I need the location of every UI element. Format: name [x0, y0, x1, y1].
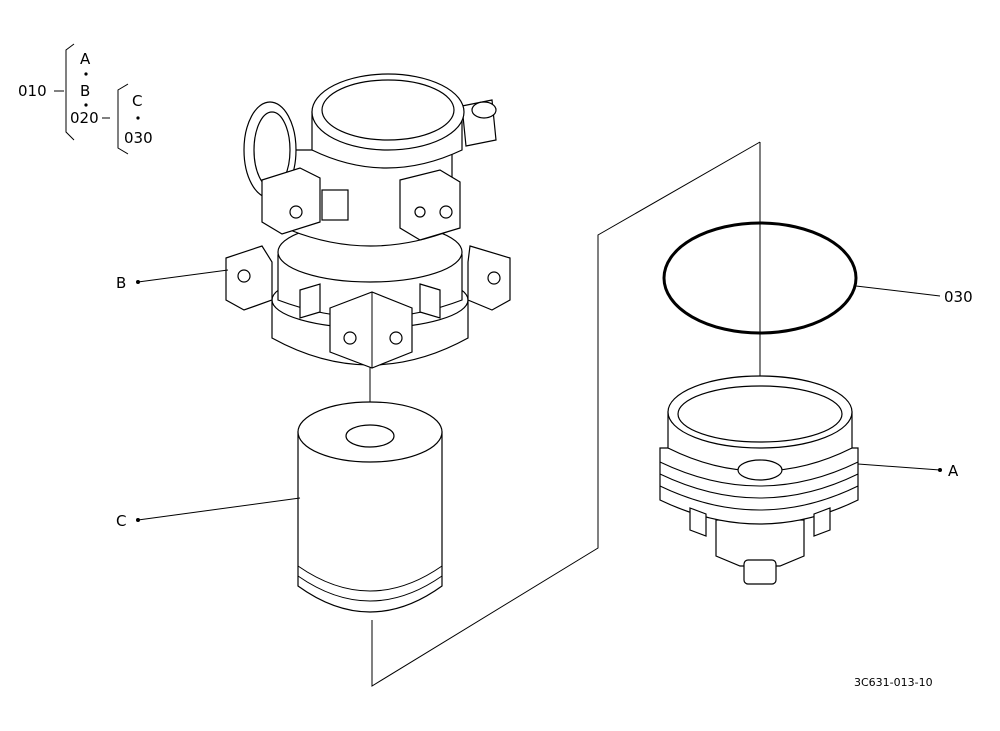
- tree-level2-c: C: [132, 92, 142, 110]
- part-tree: 010 A B 020 C 030: [18, 43, 153, 155]
- tree-root-label: 010: [18, 82, 47, 100]
- tree-level2-030: 030: [124, 129, 153, 147]
- tree-level1-020: 020: [70, 109, 99, 127]
- o-ring-030: [662, 221, 858, 335]
- filter-bowl-a: [659, 375, 859, 585]
- tree-level1-a: A: [80, 50, 91, 68]
- callout-c-label: C: [116, 512, 126, 530]
- drawing-number: 3C631-013-10: [854, 676, 933, 689]
- callouts: B C 030 A: [116, 269, 973, 530]
- filter-head-b: [225, 73, 511, 369]
- assembly-guide-line: [371, 141, 761, 687]
- callout-030-label: 030: [944, 288, 973, 306]
- callout-a-label: A: [948, 462, 959, 480]
- filter-element-c: [297, 401, 443, 613]
- callout-b-label: B: [116, 274, 126, 292]
- tree-level1-b: B: [80, 82, 90, 100]
